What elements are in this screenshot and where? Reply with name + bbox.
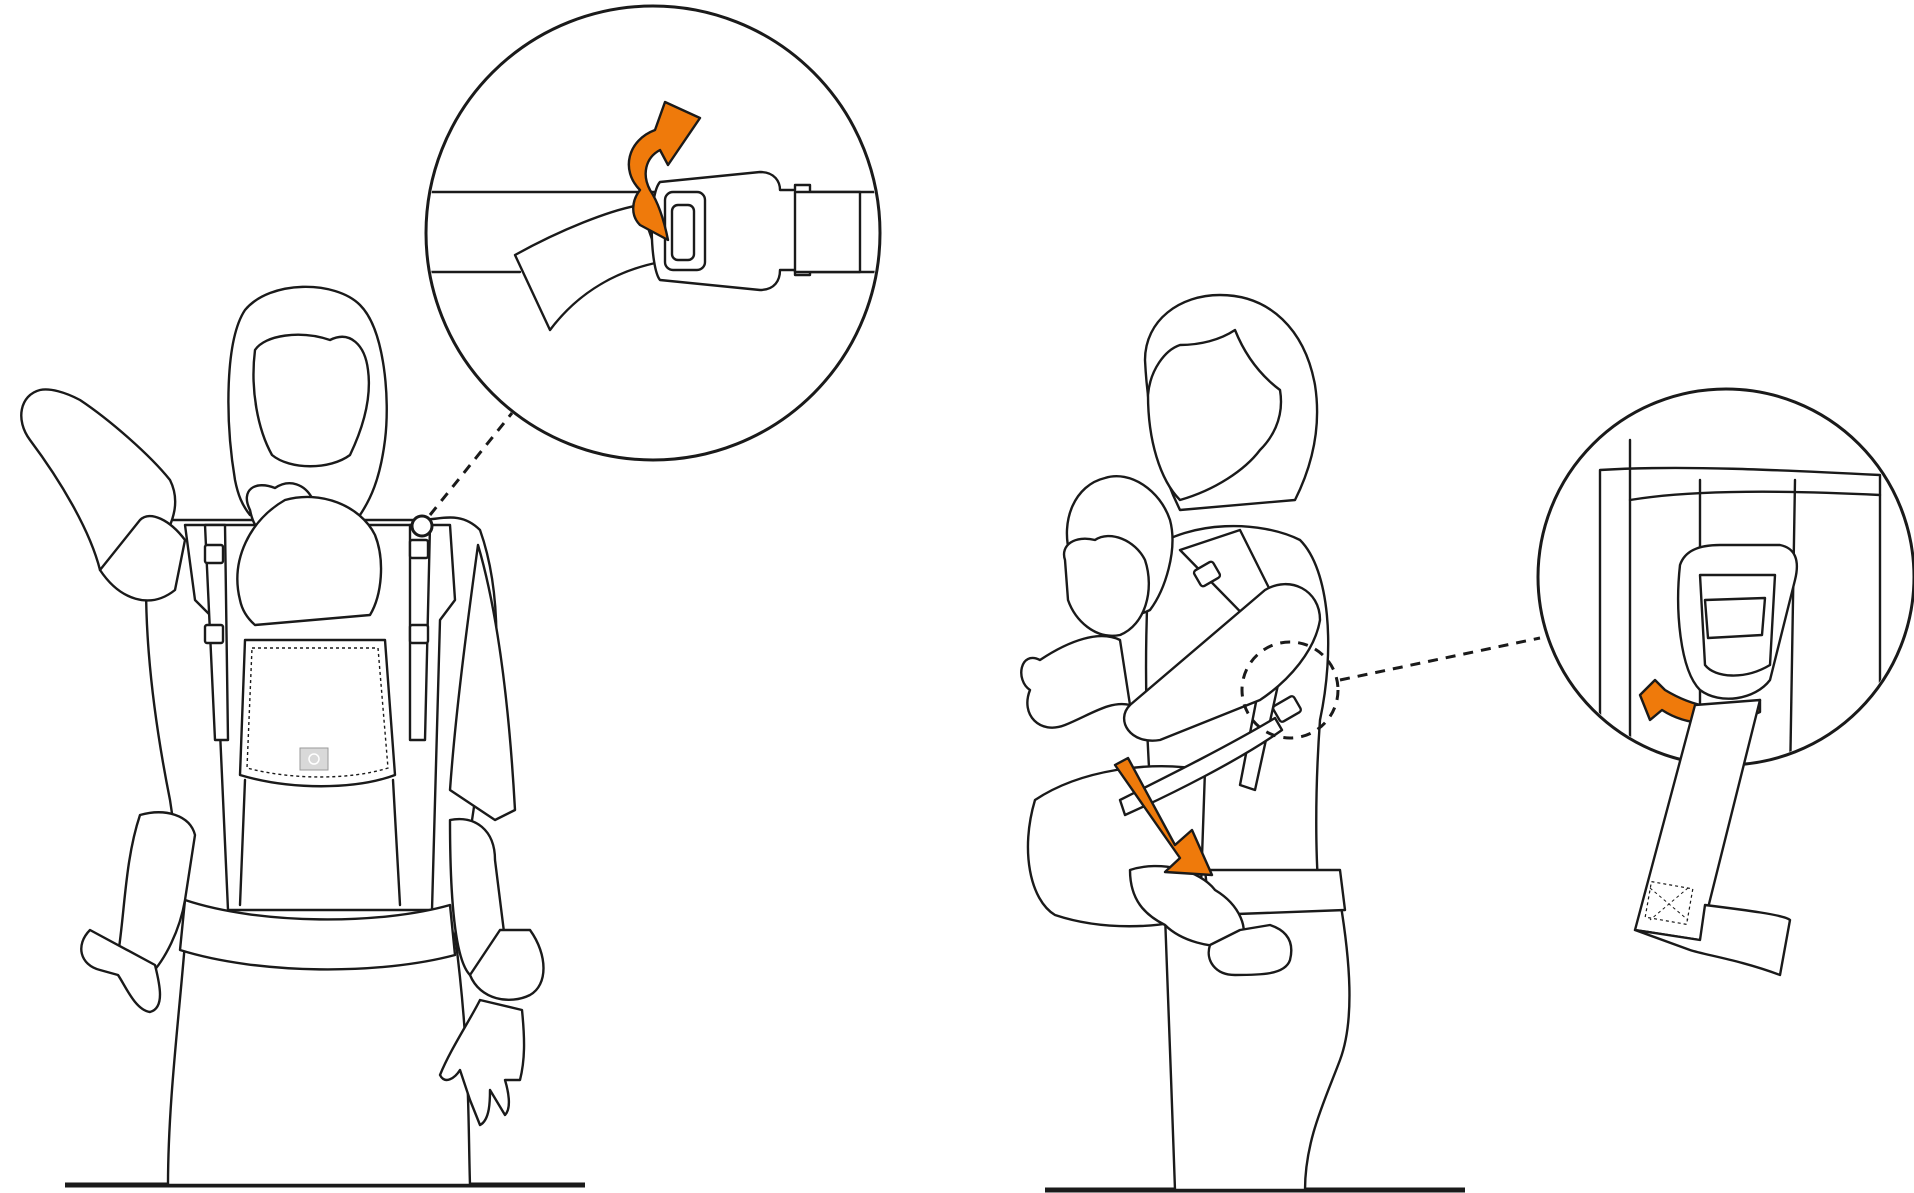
- panel-back-carry: [21, 6, 900, 1185]
- strap-buckle-left-2: [205, 625, 223, 643]
- panel-front-carry: [1021, 295, 1914, 1190]
- brand-logo-patch-icon: [300, 748, 328, 770]
- leader-line-buckle: [430, 413, 512, 515]
- strap-buckle-right-1: [410, 540, 428, 558]
- detail-marker-buckle: [412, 516, 432, 536]
- baby-face-side: [1064, 536, 1149, 636]
- strap-buckle-right-2: [410, 625, 428, 643]
- adult-hand-side: [1021, 636, 1130, 728]
- leader-line-adjuster: [1340, 638, 1540, 680]
- detail-circle-buckle: [420, 6, 900, 460]
- detail-circle-adjuster: [1538, 389, 1914, 975]
- adult-face: [254, 335, 369, 466]
- strap-buckle-left-1: [205, 545, 223, 563]
